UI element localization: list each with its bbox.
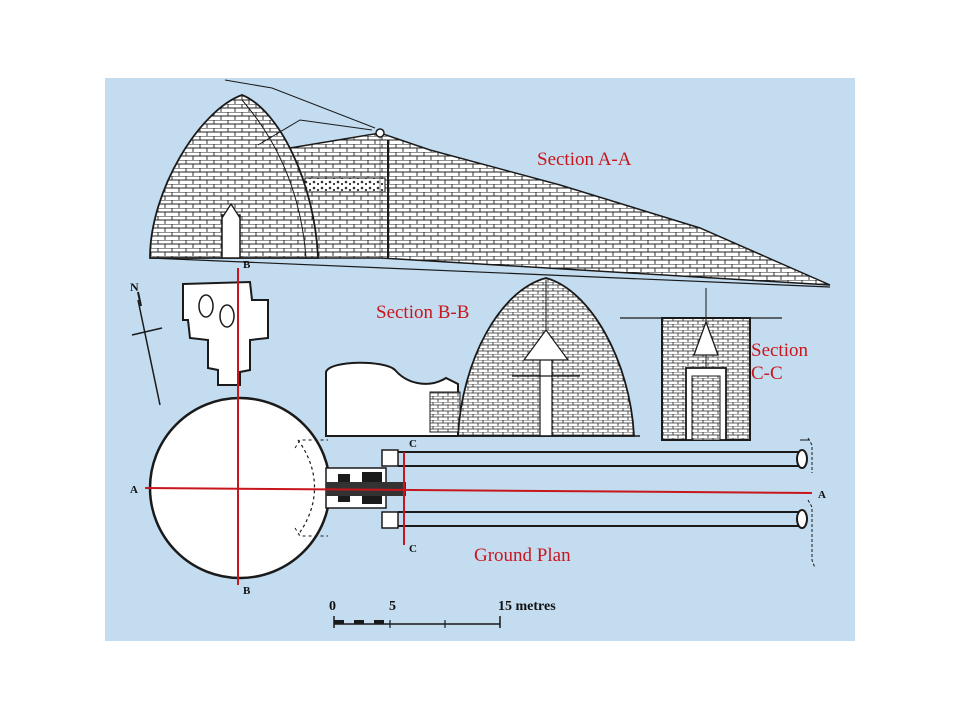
scale-tick-15: 15 metres bbox=[498, 599, 556, 614]
marker-b-top: B bbox=[243, 259, 251, 271]
section-aa-label: Section A-A bbox=[537, 149, 632, 170]
north-label: N bbox=[130, 280, 139, 294]
scale-bar bbox=[333, 616, 501, 628]
section-bb-drawing bbox=[325, 277, 640, 437]
north-arrow-icon bbox=[131, 291, 163, 406]
marker-a-left: A bbox=[130, 484, 138, 496]
marker-b-bottom: B bbox=[243, 585, 251, 597]
section-lines bbox=[144, 268, 813, 585]
ground-plan-label: Ground Plan bbox=[474, 545, 571, 566]
marker-c-top: C bbox=[409, 438, 417, 450]
section-cc-label-line1: Section bbox=[751, 340, 808, 361]
section-bb-label: Section B-B bbox=[376, 302, 469, 323]
marker-a-right: A bbox=[818, 489, 826, 501]
marker-c-bottom: C bbox=[409, 543, 417, 555]
section-cc-drawing bbox=[620, 288, 782, 441]
section-cc-label-line2: C-C bbox=[751, 363, 783, 384]
section-aa-drawing bbox=[149, 79, 831, 288]
scale-tick-0: 0 bbox=[329, 599, 336, 614]
scale-tick-5: 5 bbox=[389, 599, 396, 614]
